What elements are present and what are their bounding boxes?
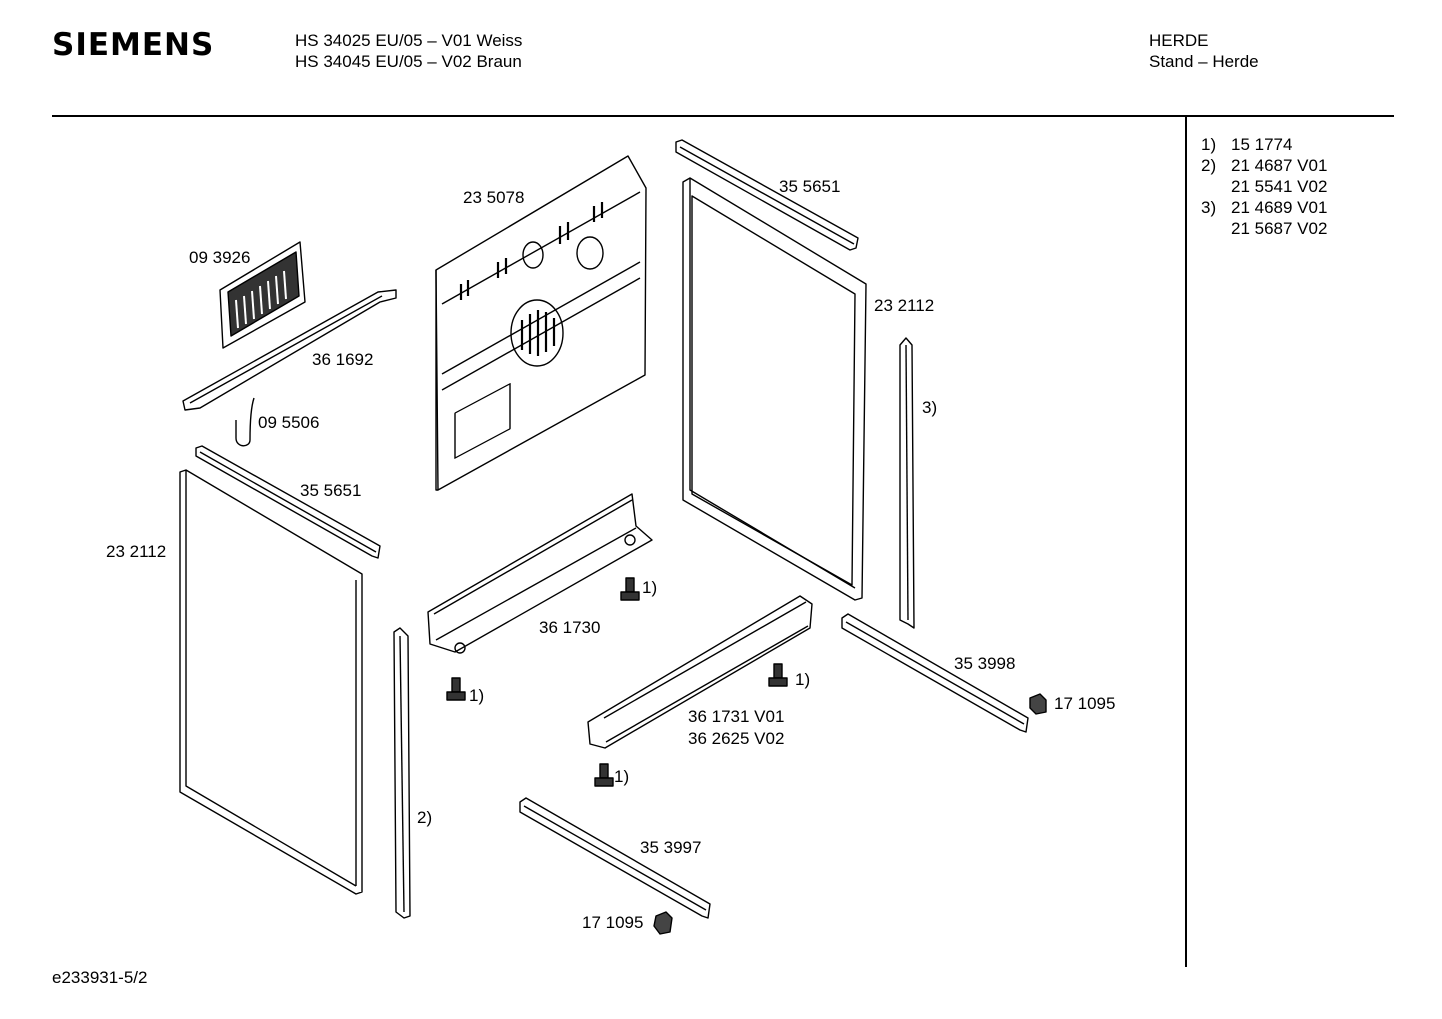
part-label: 35 5651 <box>779 177 841 196</box>
bottom-rail-right-part <box>841 613 1029 733</box>
top-rail-left-part <box>195 445 381 559</box>
legend-key: 1) <box>1201 135 1217 154</box>
legend-value: 21 4687 V01 <box>1231 156 1328 175</box>
bottom-bracket-front-part <box>427 493 653 654</box>
part-label: 17 1095 <box>1054 694 1116 713</box>
legend-row: 1) 15 1774 <box>1201 134 1327 155</box>
siemens-logo: SIEMENS <box>52 27 215 63</box>
part-label: 1) <box>795 670 811 689</box>
part-label: 09 5506 <box>258 413 320 432</box>
legend-key <box>1201 176 1231 197</box>
model-line-2: HS 34045 EU/05 – V02 Braun <box>295 52 522 71</box>
category-info: HERDE Stand – Herde <box>1149 30 1259 72</box>
part-label: 2) <box>417 808 433 827</box>
bottom-rail-left-part <box>519 797 711 919</box>
clip-right-part <box>1029 693 1047 715</box>
side-panel-left-part <box>179 469 363 895</box>
part-label: 23 2112 <box>874 296 935 315</box>
top-rail-right-part <box>675 139 859 251</box>
document-id: e233931-5/2 <box>52 968 148 987</box>
part-label: 23 5078 <box>463 188 525 207</box>
legend-row: 3) 21 4689 V01 <box>1201 197 1327 218</box>
model-line-1: HS 34025 EU/05 – V01 Weiss <box>295 31 523 50</box>
screw-icons <box>446 577 788 787</box>
strut-part <box>182 289 397 411</box>
legend-value: 15 1774 <box>1231 135 1293 154</box>
screw-icon <box>620 577 640 601</box>
legend-key: 3) <box>1201 198 1217 217</box>
part-label: 36 1730 <box>539 618 601 637</box>
legend-value: 21 4689 V01 <box>1231 198 1328 217</box>
legend-key <box>1201 218 1231 239</box>
part-label: 35 3998 <box>954 654 1016 673</box>
exploded-parts-drawing <box>179 139 1047 935</box>
part-label: 1) <box>614 767 630 786</box>
legend-row: 21 5541 V02 <box>1201 176 1327 197</box>
legend-key: 2) <box>1201 156 1217 175</box>
screw-icon <box>768 663 788 687</box>
legend-value: 21 5541 V02 <box>1231 177 1328 196</box>
part-label: 23 2112 <box>106 542 167 561</box>
legend-row: 21 5687 V02 <box>1201 218 1327 239</box>
parts-legend: 1) 15 1774 2) 21 4687 V01 21 5541 V02 3) 21… <box>1201 134 1327 239</box>
part-label: 36 1692 <box>312 350 374 369</box>
part-label: 35 3997 <box>640 838 702 857</box>
category-title: HERDE <box>1149 31 1209 50</box>
model-info: HS 34025 EU/05 – V01 Weiss HS 34045 EU/0… <box>295 30 522 72</box>
side-strip-3-part <box>899 337 915 629</box>
grille-part <box>219 241 306 349</box>
clip-bottom-part <box>653 911 673 935</box>
side-strip-2-part <box>393 627 411 919</box>
hook-part <box>235 397 255 447</box>
part-label: 09 3926 <box>189 248 251 267</box>
back-panel-part <box>435 155 647 491</box>
bottom-bracket-rear-part <box>587 595 813 749</box>
category-subtitle: Stand – Herde <box>1149 52 1259 71</box>
legend-value: 21 5687 V02 <box>1231 219 1328 238</box>
part-label: 35 5651 <box>300 481 362 500</box>
screw-icon <box>446 677 466 701</box>
part-label: 3) <box>922 398 938 417</box>
part-label: 17 1095 <box>582 913 644 932</box>
legend-divider <box>1185 117 1187 967</box>
part-label: 1) <box>642 578 658 597</box>
screw-icon <box>594 763 614 787</box>
side-frame-right-part <box>682 177 867 601</box>
part-label: 36 1731 V01 <box>688 707 785 726</box>
part-label: 1) <box>469 686 485 705</box>
header-divider <box>52 115 1394 117</box>
part-label: 36 2625 V02 <box>688 729 785 748</box>
legend-row: 2) 21 4687 V01 <box>1201 155 1327 176</box>
